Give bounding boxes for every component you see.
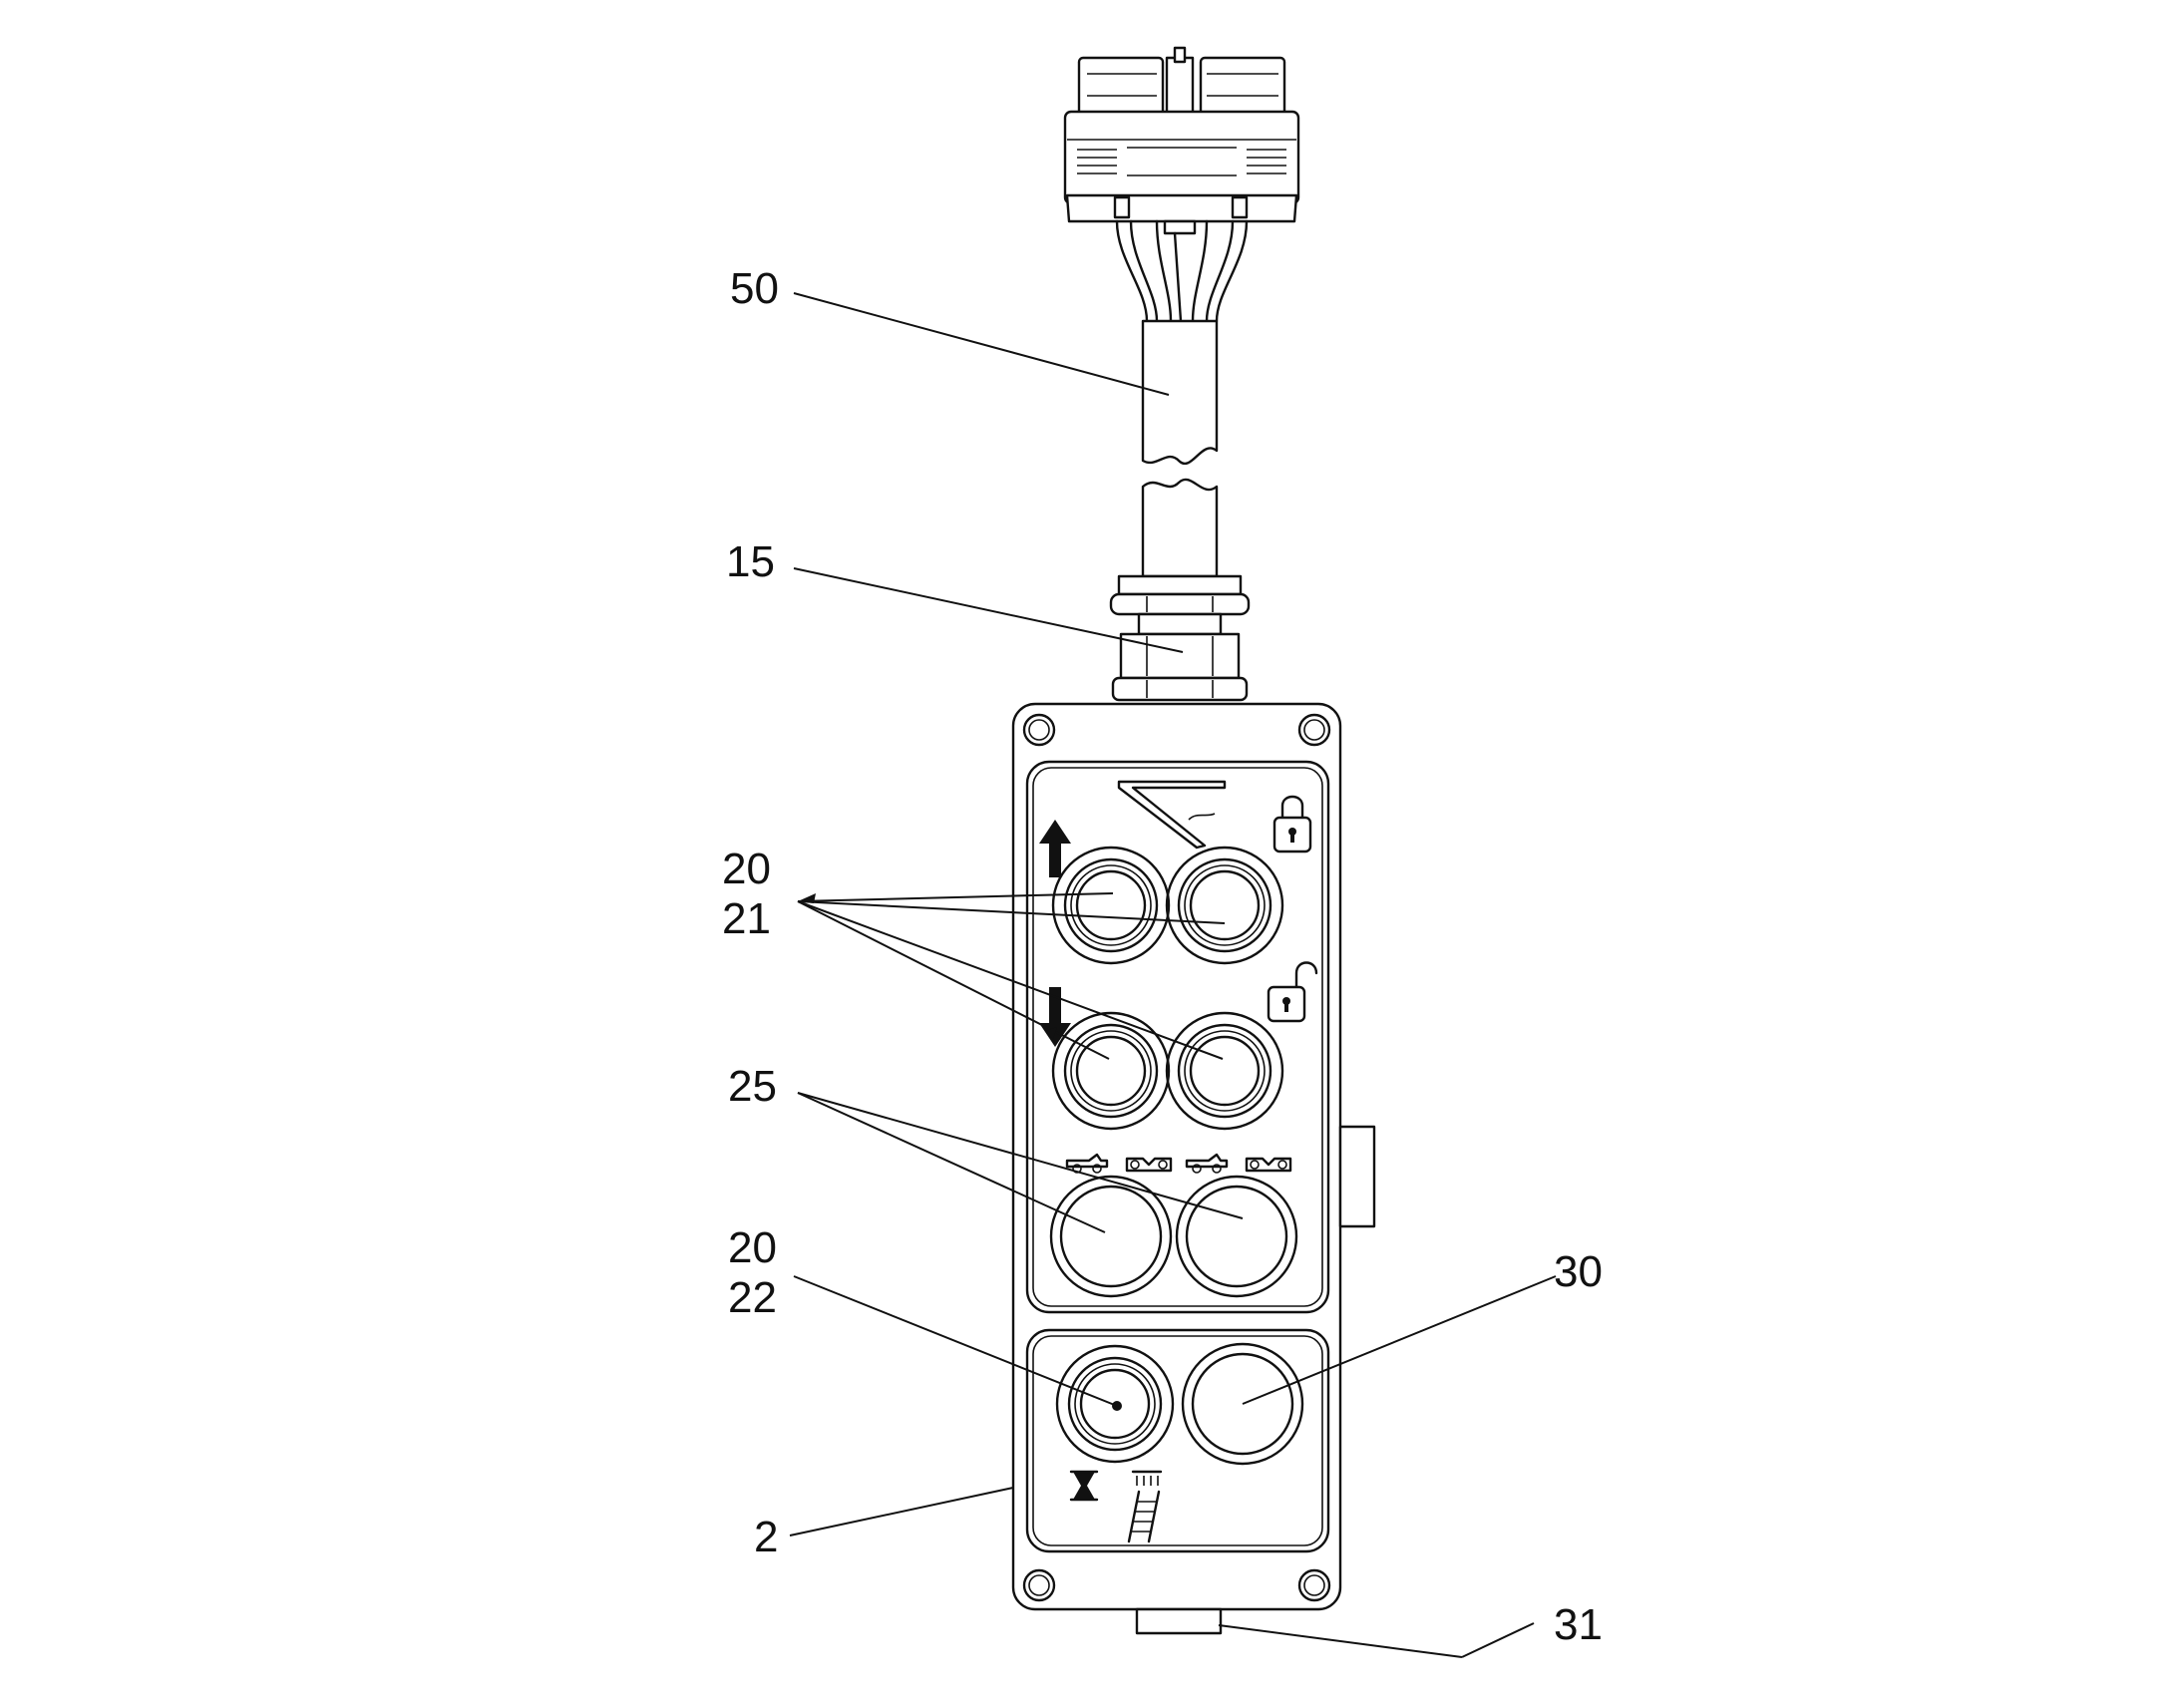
- hourglass-icon: [1069, 1470, 1099, 1502]
- lamp-ladder-icon: [1127, 1470, 1163, 1543]
- ref-30: 30: [1554, 1247, 1603, 1296]
- button-21-down[interactable]: [1051, 1011, 1171, 1131]
- pendant-housing: [1011, 702, 1376, 1635]
- ref-22: 22: [728, 1273, 777, 1322]
- ref-31: 31: [1554, 1600, 1603, 1649]
- button-25-right[interactable]: [1175, 1175, 1298, 1298]
- leader-lines: [789, 292, 1557, 1658]
- connector-plug: [1063, 46, 1300, 323]
- reference-numerals: 50 15 20 21 25 20 22 30 2 31: [722, 264, 1603, 1649]
- vehicle-symbol-icons: [1065, 1153, 1292, 1174]
- padlock-closed-icon: [1272, 795, 1312, 854]
- ref-15: 15: [726, 537, 775, 586]
- ref-2: 2: [754, 1513, 778, 1561]
- cable-gland: [1109, 574, 1251, 702]
- button-22[interactable]: [1055, 1344, 1175, 1464]
- button-21-up[interactable]: [1051, 846, 1171, 965]
- button-25-left[interactable]: [1049, 1175, 1173, 1298]
- ref-25: 25: [728, 1062, 777, 1111]
- padlock-open-icon: [1267, 961, 1318, 1023]
- button-21-unlock[interactable]: [1165, 1011, 1284, 1131]
- ref-21: 21: [722, 894, 771, 943]
- ref-50: 50: [730, 264, 779, 313]
- ref-20-upper: 20: [722, 845, 771, 893]
- button-30[interactable]: [1181, 1342, 1304, 1466]
- button-21-lock[interactable]: [1165, 846, 1284, 965]
- arrowheads: [798, 893, 1057, 1039]
- cable: [1141, 319, 1219, 578]
- ramp-icon: [1117, 780, 1227, 850]
- ref-20-lower: 20: [728, 1223, 777, 1272]
- arrow-up-icon: [1039, 820, 1071, 877]
